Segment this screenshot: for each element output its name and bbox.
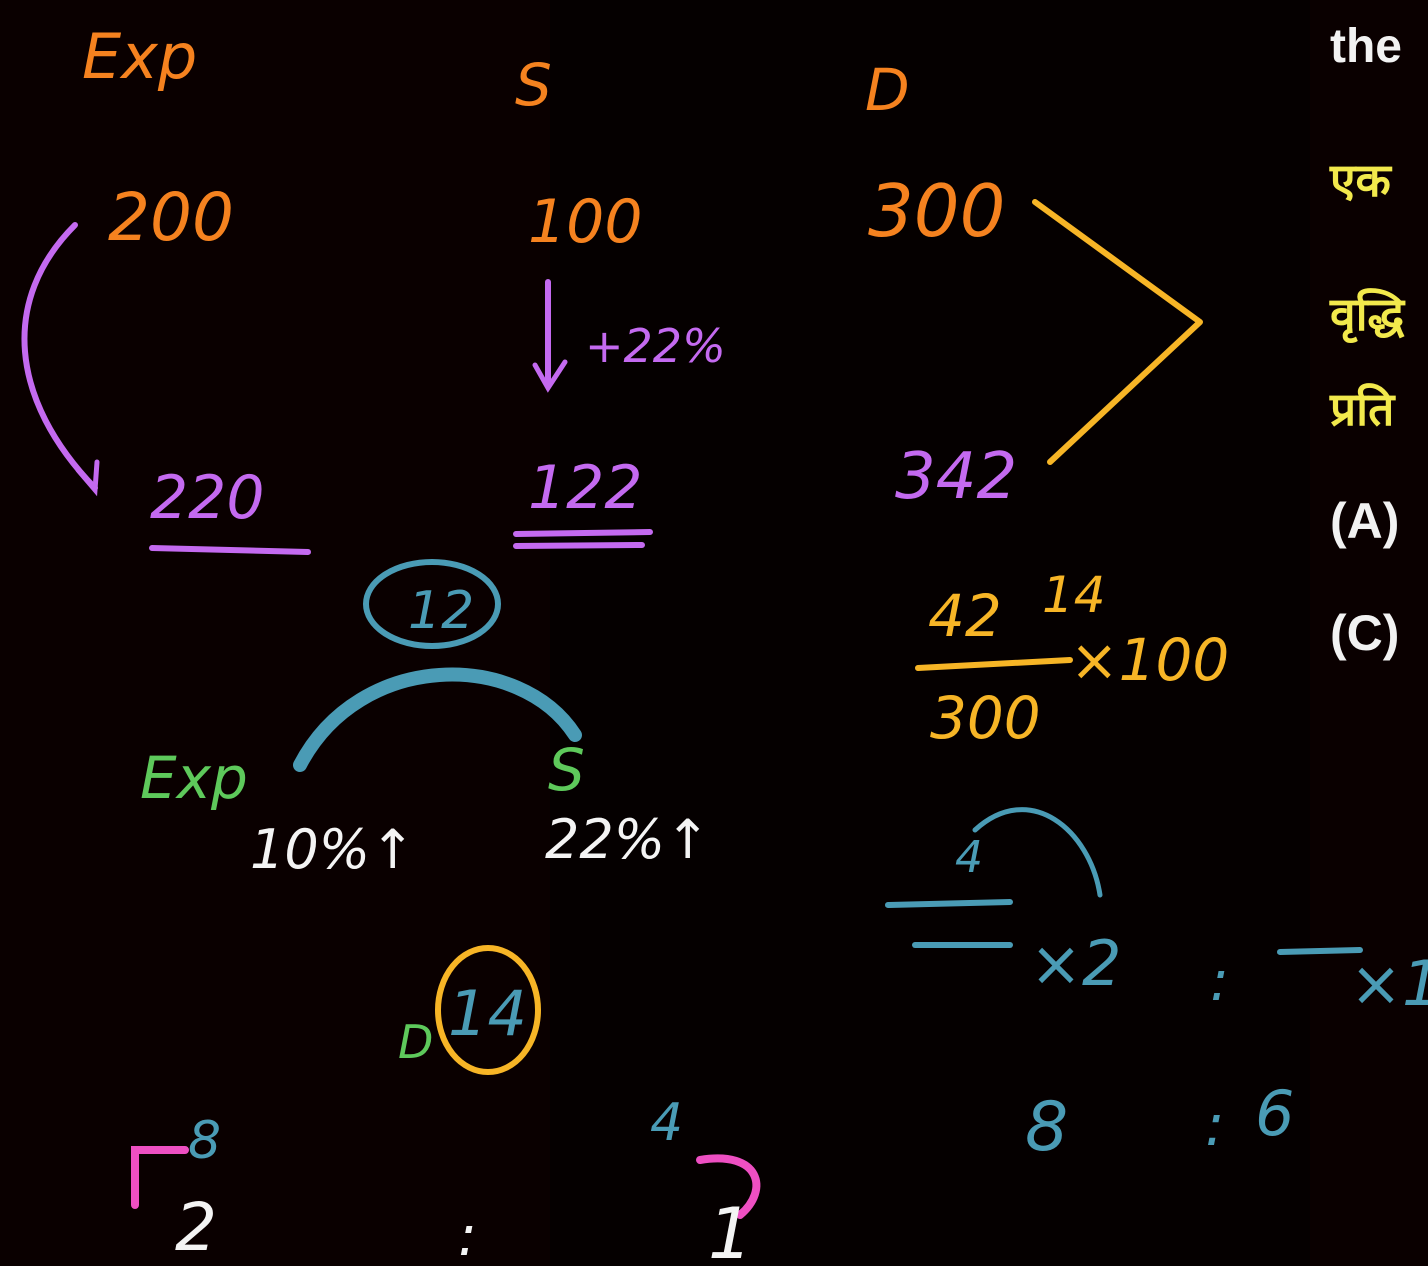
- question-panel: the एक वृद्धि प्रति (A) (C): [1329, 20, 1405, 661]
- calc-2-right-bar: [1277, 947, 1363, 955]
- ratio-8-6-colon: :: [1205, 1091, 1225, 1159]
- board-panel-dark: [550, 0, 1310, 1266]
- header-exp: Exp: [82, 20, 197, 93]
- exp-change-arrow: [21, 222, 98, 491]
- s-final-underline-1: [513, 529, 653, 537]
- calc-2-over: 4: [955, 832, 983, 883]
- question-line-2: एक: [1329, 154, 1392, 206]
- alligation-center-circle: [363, 559, 501, 649]
- alligation-left-pct: 10%↑: [250, 818, 415, 881]
- option-c: (C): [1330, 605, 1399, 661]
- alligation-right-label: S: [548, 736, 585, 804]
- ratio-right-top: 4: [650, 1093, 683, 1153]
- calc-1-result: 14: [1042, 566, 1106, 624]
- d-bracket: [1032, 199, 1203, 465]
- alligation-bottom-value: 14: [448, 977, 527, 1050]
- s-down-arrowhead: [532, 359, 568, 393]
- exp-initial: 200: [108, 179, 234, 256]
- alligation-bottom-label: D: [398, 1015, 433, 1069]
- d-final: 342: [895, 440, 1017, 514]
- option-a: (A): [1330, 493, 1399, 549]
- ratio-8-6-right: 6: [1255, 1077, 1294, 1150]
- ratio-8-6-left: 8: [1025, 1088, 1068, 1167]
- alligation-arc: [293, 667, 582, 772]
- calc-2-colon: :: [1210, 949, 1229, 1014]
- header-d: D: [865, 56, 910, 124]
- calc-1-numerator: 42: [928, 582, 1002, 650]
- alligation-left-label: Exp: [140, 744, 248, 812]
- d-initial: 300: [868, 169, 1005, 253]
- calc-1-multiplier: ×100: [1070, 626, 1229, 694]
- calc-1-denominator: 300: [930, 684, 1041, 752]
- ratio-right: 1: [708, 1193, 753, 1266]
- alligation-bottom-circle: [435, 945, 541, 1075]
- exp-change-arrowhead: [75, 459, 100, 497]
- exp-final: 220: [150, 463, 265, 533]
- exp-final-underline: [149, 545, 311, 555]
- s-final: 122: [528, 453, 643, 523]
- question-line-4: प्रति: [1329, 383, 1396, 435]
- calc-2-right: ×1: [1350, 947, 1428, 1020]
- ratio-right-bracket: [696, 1154, 761, 1219]
- calc-2-left: ×2: [1030, 927, 1121, 1000]
- ratio-left-top: 8: [188, 1111, 221, 1171]
- ratio-left-bracket: [131, 1146, 189, 1209]
- calc-1-fraction-bar: [915, 657, 1073, 671]
- ratio-left: 2: [175, 1189, 217, 1266]
- s-final-underline-2: [513, 542, 645, 549]
- question-line-1: the: [1330, 20, 1402, 73]
- alligation-center: 12: [408, 581, 474, 641]
- calc-2-left-bar: [885, 899, 1013, 908]
- s-initial: 100: [528, 187, 643, 257]
- ratio-colon: :: [458, 1204, 477, 1266]
- alligation-right-pct: 22%↑: [545, 808, 710, 871]
- calc-2-arc: [972, 807, 1103, 898]
- question-line-3: वृद्धि: [1329, 288, 1405, 344]
- header-s: S: [515, 51, 552, 119]
- s-change-label: +22%: [585, 319, 726, 373]
